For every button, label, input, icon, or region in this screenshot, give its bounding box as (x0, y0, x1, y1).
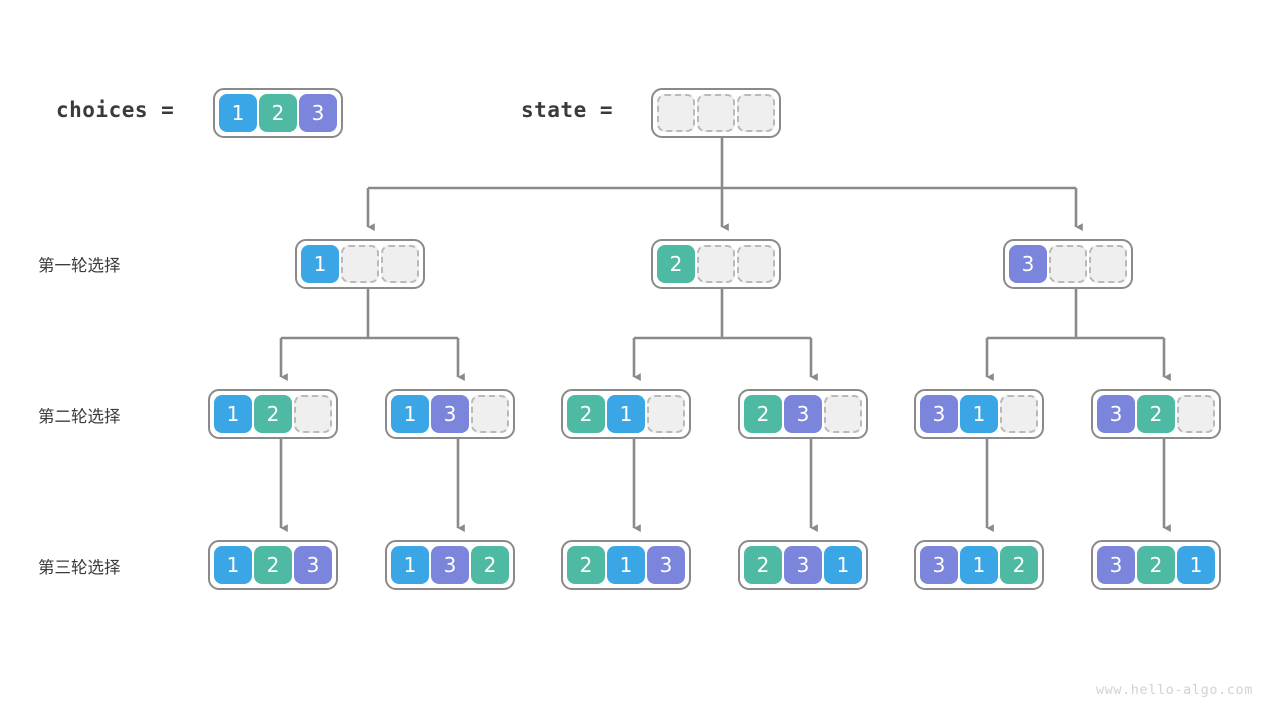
level3-node-2-cell-2: 3 (647, 546, 685, 584)
level3-node-4-cell-1: 1 (960, 546, 998, 584)
level1-node-2-cell-0: 3 (1009, 245, 1047, 283)
level3-node-5-cell-0: 3 (1097, 546, 1135, 584)
level3-node-2-cell-0: 2 (567, 546, 605, 584)
state-cell-0 (657, 94, 695, 132)
state-cell-2 (737, 94, 775, 132)
row-label-round-2: 第二轮选择 (38, 407, 121, 426)
level2-node-0-cell-0: 1 (214, 395, 252, 433)
level3-node-2-cell-1: 1 (607, 546, 645, 584)
row-label-round-3: 第三轮选择 (38, 558, 121, 577)
level2-node-1-cell-0: 1 (391, 395, 429, 433)
level2-node-5-cell-2 (1177, 395, 1215, 433)
level1-node-1-cell-0: 2 (657, 245, 695, 283)
level1-node-0-cell-1 (341, 245, 379, 283)
level3-node-0-cell-1: 2 (254, 546, 292, 584)
level3-node-3-cell-1: 3 (784, 546, 822, 584)
level1-node-1-cell-1 (697, 245, 735, 283)
level2-node-2-cell-1: 1 (607, 395, 645, 433)
choices-cell-2: 3 (299, 94, 337, 132)
level1-node-2-cell-1 (1049, 245, 1087, 283)
level2-node-5-cell-0: 3 (1097, 395, 1135, 433)
level3-node-0-cell-0: 1 (214, 546, 252, 584)
level1-node-0: 1 (295, 239, 425, 289)
level2-node-3-cell-0: 2 (744, 395, 782, 433)
watermark: www.hello-algo.com (1095, 682, 1253, 698)
level3-node-4-cell-0: 3 (920, 546, 958, 584)
level1-node-0-cell-0: 1 (301, 245, 339, 283)
level3-node-3-cell-2: 1 (824, 546, 862, 584)
level3-node-5-cell-1: 2 (1137, 546, 1175, 584)
level2-node-3-cell-2 (824, 395, 862, 433)
level2-node-3-cell-1: 3 (784, 395, 822, 433)
choices-cell-0: 1 (219, 94, 257, 132)
state-array (651, 88, 781, 138)
state-cell-1 (697, 94, 735, 132)
level1-node-1: 2 (651, 239, 781, 289)
row-label-round-1: 第一轮选择 (38, 256, 121, 275)
level2-node-2-cell-2 (647, 395, 685, 433)
level2-node-1-cell-1: 3 (431, 395, 469, 433)
level3-node-1-cell-2: 2 (471, 546, 509, 584)
level2-node-1-cell-2 (471, 395, 509, 433)
level2-node-4-cell-0: 3 (920, 395, 958, 433)
level3-node-5-cell-2: 1 (1177, 546, 1215, 584)
level1-node-0-cell-2 (381, 245, 419, 283)
level3-node-0-cell-2: 3 (294, 546, 332, 584)
level3-node-3-cell-0: 2 (744, 546, 782, 584)
level3-node-4-cell-2: 2 (1000, 546, 1038, 584)
level1-node-2-cell-2 (1089, 245, 1127, 283)
level1-node-2: 3 (1003, 239, 1133, 289)
level1-node-1-cell-2 (737, 245, 775, 283)
choices-label: choices = (56, 98, 175, 122)
level2-node-5-cell-1: 2 (1137, 395, 1175, 433)
level2-node-2-cell-0: 2 (567, 395, 605, 433)
choices-cell-1: 2 (259, 94, 297, 132)
level3-node-1-cell-1: 3 (431, 546, 469, 584)
level2-node-0-cell-2 (294, 395, 332, 433)
state-label: state = (521, 98, 614, 122)
choices-array: 1 2 3 (213, 88, 343, 138)
level2-node-0-cell-1: 2 (254, 395, 292, 433)
level2-node-4-cell-2 (1000, 395, 1038, 433)
level2-node-4-cell-1: 1 (960, 395, 998, 433)
level3-node-1-cell-0: 1 (391, 546, 429, 584)
